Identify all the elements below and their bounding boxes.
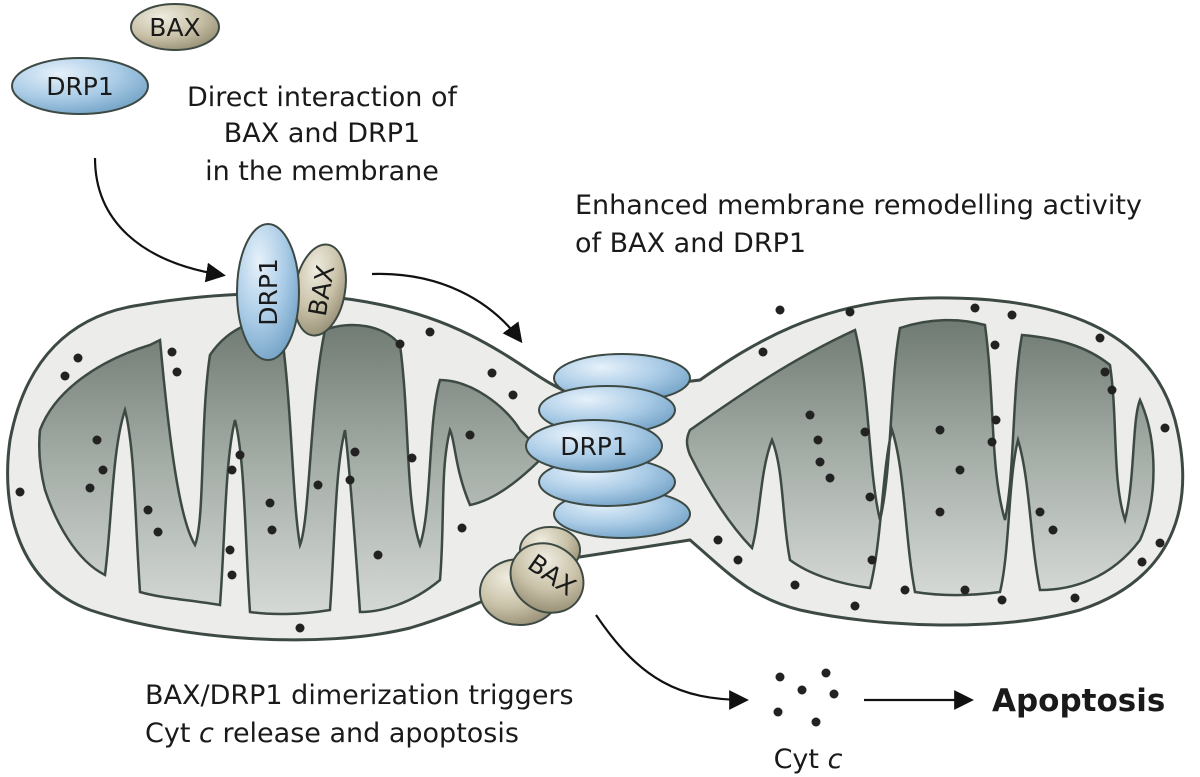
drp1-ring-stack: DRP1 (525, 353, 691, 539)
step2-caption-line1: Enhanced membrane remodelling activity (575, 190, 1142, 221)
step1-caption-line1: Direct interaction of (187, 82, 459, 113)
bax-oligomer: BAX (479, 526, 585, 626)
intermembrane-dots-right (713, 303, 1170, 611)
membrane-bax: BAX (293, 243, 347, 337)
cytc-label: Cyt c (774, 744, 843, 775)
free-drp1-label: DRP1 (46, 72, 114, 101)
membrane-drp1: DRP1 (236, 223, 300, 361)
cytc-particles (773, 668, 839, 727)
step1-caption-line3: in the membrane (205, 156, 439, 187)
step1-caption-line2: BAX and DRP1 (224, 118, 420, 149)
free-drp1-protein: DRP1 (11, 57, 149, 115)
free-bax-label: BAX (149, 13, 200, 42)
step3-caption-line2: Cyt c release and apoptosis (145, 718, 519, 749)
step3-caption-line1: BAX/DRP1 dimerization triggers (145, 680, 574, 711)
arrow-to-constriction (371, 272, 523, 344)
free-bax-protein: BAX (130, 3, 220, 51)
step2-caption-line2: of BAX and DRP1 (575, 228, 806, 259)
apoptosis-label: Apoptosis (992, 683, 1165, 719)
arrow-to-membrane (93, 157, 226, 283)
intermembrane-dots-left (15, 327, 518, 633)
membrane-drp1-label: DRP1 (254, 258, 283, 326)
right-matrix-cristae (685, 318, 1155, 597)
ring-drp1-label: DRP1 (560, 432, 628, 461)
arrow-to-cytc (595, 614, 749, 710)
